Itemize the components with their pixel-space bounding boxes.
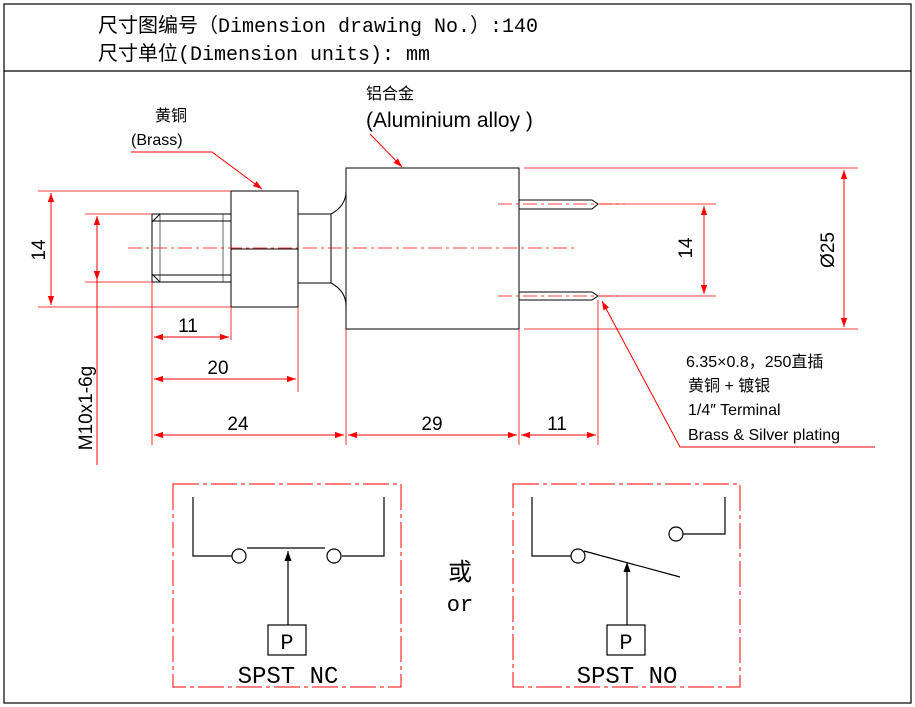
- dim-11a: 11: [178, 316, 198, 337]
- or-cn-label: 或: [448, 559, 472, 588]
- neck: [297, 213, 332, 284]
- spst-nc-diagram: P SPST NC: [172, 483, 402, 691]
- alu-cn-label: 铝合金: [366, 85, 414, 103]
- or-en-label: or: [447, 593, 473, 618]
- header-line-2: 尺寸单位(Dimension units): mm: [98, 42, 430, 67]
- dimension-lines: [47, 170, 848, 465]
- dim-29: 29: [421, 414, 442, 435]
- brass-en-label: (Brass): [131, 132, 183, 149]
- spst-no-diagram: P SPST NO: [512, 483, 741, 691]
- dim-11b: 11: [547, 414, 567, 435]
- outer-border: [3, 3, 912, 704]
- terminal-line-2: 黄铜 + 镀银: [688, 377, 770, 395]
- terminal-line-3: 1/4″ Terminal: [688, 402, 781, 419]
- nc-p-label: P: [280, 631, 293, 656]
- dim-diameter: Ø25: [818, 232, 839, 268]
- terminal-line-1: 6.35×0.8，250直插: [686, 353, 823, 371]
- dim-20: 20: [207, 358, 228, 379]
- dim-left-height: 14: [29, 239, 50, 261]
- header-line-1: 尺寸图编号（Dimension drawing No.）:140: [98, 14, 538, 39]
- alu-en-label: (Aluminium alloy ): [366, 109, 533, 132]
- brass-cn-label: 黄铜: [155, 107, 187, 125]
- no-label: SPST NO: [577, 664, 678, 691]
- terminal-line-4: Brass & Silver plating: [688, 427, 840, 444]
- leader-lines: [131, 133, 875, 448]
- aluminium-housing: [345, 167, 520, 330]
- no-p-label: P: [619, 631, 632, 656]
- extension-lines: [38, 167, 858, 445]
- nc-label: SPST NC: [238, 664, 339, 691]
- terminal-pin-top: [519, 199, 599, 210]
- dim-thread: M10x1-6g: [76, 366, 97, 451]
- sensor-body: [151, 167, 599, 330]
- dim-terminal-spacing: 14: [676, 237, 697, 259]
- dim-24: 24: [227, 414, 249, 435]
